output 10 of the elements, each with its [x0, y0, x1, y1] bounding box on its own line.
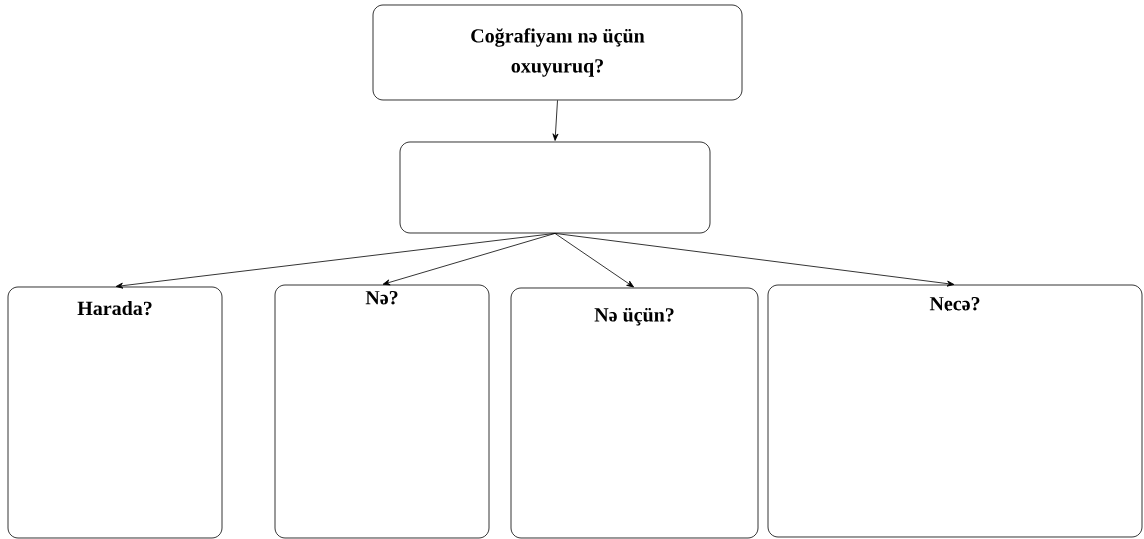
category-box: Harada? — [7, 286, 223, 539]
category-box: Necə? — [767, 284, 1143, 538]
arrow — [382, 233, 556, 286]
answer-box — [399, 141, 711, 234]
arrow — [554, 233, 634, 288]
arrow — [554, 233, 955, 287]
category-box: Nə? — [274, 284, 490, 539]
question-box: Coğrafiyanı nə üçün oxuyuruq? — [372, 4, 743, 101]
arrow — [552, 100, 559, 141]
category-box: Nə üçün? — [510, 287, 759, 539]
